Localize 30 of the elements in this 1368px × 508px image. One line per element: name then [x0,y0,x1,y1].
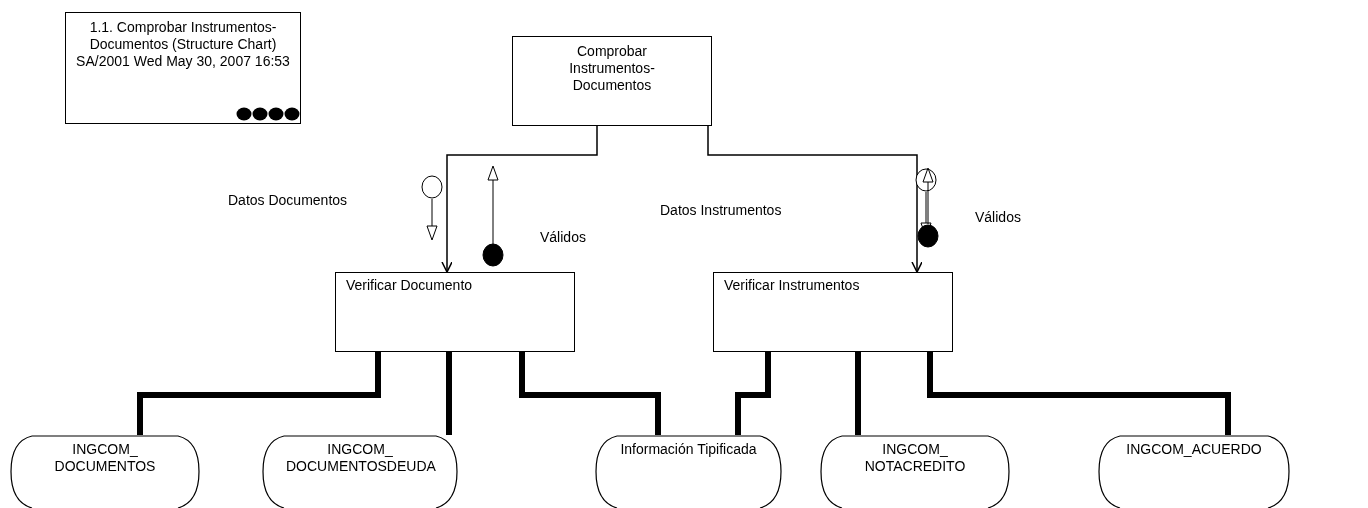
module-box [713,272,953,352]
data-store-shape [595,435,782,508]
arrow [707,125,923,273]
connector-line [137,352,381,435]
data-store-shape [10,435,200,508]
node-label: INGCOM_ DOCUMENTOS [53,441,157,475]
arrow [441,125,598,273]
node-label: Verificar Instrumentos [724,277,861,294]
couple-label: Válidos [975,209,1021,225]
title-text: 1.1. Comprobar Instrumentos-Documentos (Structure Chart) SA/2001 Wed May 30, 2007 16:53 [75,19,291,70]
node-label: Comprobar Instrumentos- Documentos [568,43,656,94]
couple-label: Datos Documentos [228,192,348,208]
connector-line [855,352,861,435]
node-label: INGCOM_ NOTACREDITO [863,441,967,475]
node-label: INGCOM_ DOCUMENTOSDEUDA [286,441,434,475]
module-box [335,272,575,352]
connector-line [519,352,661,435]
data-store-shape [820,435,1010,508]
connector-line [446,352,452,435]
connector-line [927,352,1231,435]
node-label: Información Tipificada [619,441,758,458]
connector-line [735,352,771,435]
node-label: Verificar Documento [346,277,474,294]
data-store-shape [262,435,458,508]
data-store-shape [1098,435,1290,508]
title-box [65,12,301,124]
module-box [512,36,712,126]
couple-label: Válidos [540,229,586,245]
couple-label: Datos Instrumentos [660,202,782,218]
node-label: INGCOM_ACUERDO [1125,441,1263,458]
